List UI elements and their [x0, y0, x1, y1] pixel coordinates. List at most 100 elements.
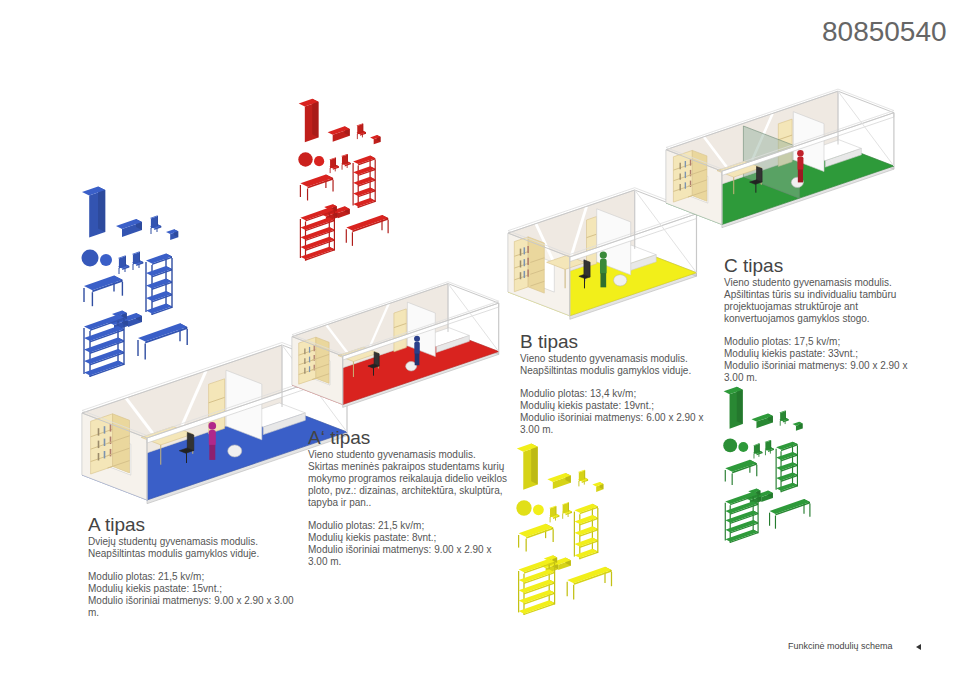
- table-leg: [388, 220, 389, 234]
- person-legs: [798, 170, 803, 183]
- shelf-post: [725, 503, 726, 541]
- shelf-board: [530, 270, 544, 275]
- shelf-board: [776, 483, 797, 491]
- frame-post: [342, 356, 343, 404]
- frame-post: [146, 438, 147, 500]
- chair-back: [342, 154, 348, 165]
- book: [680, 163, 681, 169]
- chair-back: [357, 124, 363, 135]
- chair-back: [579, 470, 585, 481]
- table-leg: [346, 229, 347, 243]
- book: [304, 349, 305, 355]
- roof-beam: [570, 214, 697, 262]
- book: [690, 159, 691, 165]
- shelf-unit: [673, 150, 692, 202]
- chair-leg: [330, 168, 331, 173]
- chair-back: [563, 503, 569, 514]
- shelf-post: [518, 571, 519, 612]
- ball-chair: [228, 445, 242, 457]
- module-heading: C tipas: [724, 255, 929, 277]
- bed: [263, 413, 305, 435]
- desk-leg: [160, 445, 161, 465]
- chair-back: [555, 506, 557, 515]
- module-spec: Modulio išoriniai matmenys: 9.00 x 2.90 …: [88, 595, 300, 619]
- chair-leg: [584, 277, 585, 289]
- shelf-board: [146, 266, 172, 276]
- bathtub: [116, 219, 142, 229]
- shelf-board: [146, 303, 172, 313]
- table-leg: [186, 329, 187, 345]
- desk-leg: [733, 177, 734, 194]
- shelf-board: [574, 526, 597, 535]
- ball-chair: [82, 250, 99, 267]
- shelf-post: [300, 219, 301, 258]
- book: [104, 426, 106, 433]
- table-leg: [352, 232, 353, 246]
- chair-back: [770, 440, 772, 449]
- chair: [187, 433, 194, 451]
- table-top: [567, 567, 611, 583]
- shelf-board: [574, 549, 597, 558]
- table-leg: [611, 572, 612, 586]
- book: [685, 172, 686, 178]
- table-leg: [137, 340, 138, 356]
- book: [520, 249, 522, 256]
- shelf-board: [574, 504, 597, 513]
- module-spec: Modulio išoriniai matmenys: 9.00 x 2.90 …: [724, 360, 929, 384]
- shelf-board: [776, 452, 797, 460]
- module-description: Vieno studento gyvenamasis modulis. Apši…: [724, 277, 929, 325]
- book: [104, 439, 106, 446]
- person-head: [797, 150, 804, 157]
- ball-chair: [314, 156, 324, 166]
- chair-back: [584, 470, 586, 479]
- person: [600, 251, 607, 287]
- book: [527, 246, 529, 253]
- table-leg: [300, 185, 301, 197]
- chair-back: [779, 411, 785, 413]
- chair-back: [139, 252, 141, 263]
- shelf-board: [574, 538, 597, 547]
- book: [309, 357, 310, 363]
- shelf-board: [530, 258, 544, 263]
- chair-back: [335, 157, 337, 166]
- shelf-unit: [587, 217, 597, 268]
- ball-chair: [738, 442, 748, 452]
- person-body: [797, 157, 803, 171]
- frame-brace: [838, 91, 894, 166]
- chair-back: [157, 216, 159, 227]
- chair: [584, 260, 590, 277]
- frame-post: [893, 113, 894, 166]
- chair-back: [562, 502, 569, 505]
- person-body: [414, 342, 419, 354]
- table-top: [346, 215, 388, 231]
- chair-back: [330, 158, 336, 169]
- shelf-board: [688, 169, 707, 175]
- wall-brace: [571, 206, 586, 255]
- shelf-board: [312, 364, 329, 370]
- book: [520, 272, 522, 279]
- shelf-board: [353, 166, 375, 175]
- frame-brace: [448, 284, 499, 352]
- module-heading: A tipas: [88, 514, 300, 536]
- chair-leg: [186, 451, 187, 463]
- book: [680, 173, 681, 179]
- shelf-board: [108, 436, 130, 443]
- person: [414, 336, 420, 365]
- book: [314, 345, 315, 351]
- chair-leg: [765, 450, 766, 455]
- bathtub: [328, 126, 350, 135]
- shelf-board: [574, 515, 597, 524]
- module-spec: Modulio plotas: 21,5 kv/m;: [308, 520, 508, 532]
- shelf-board: [353, 187, 375, 196]
- shelf-unit: [514, 237, 528, 292]
- shelf-board: [84, 315, 124, 330]
- person: [797, 150, 804, 183]
- person-legs: [600, 273, 606, 287]
- shelf-post: [83, 328, 84, 374]
- table-top: [138, 323, 187, 341]
- person-legs: [209, 445, 215, 460]
- chair-back: [119, 256, 126, 269]
- bed: [630, 255, 657, 271]
- stool: [370, 135, 380, 139]
- furniture-set: [723, 387, 810, 543]
